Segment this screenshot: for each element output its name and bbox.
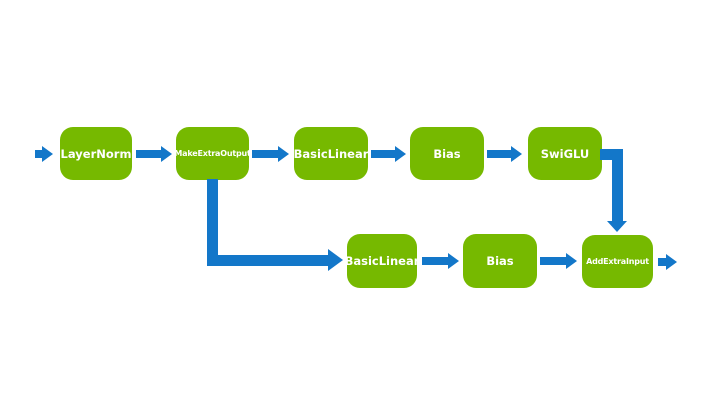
node-bias-bottom: Bias bbox=[463, 234, 537, 288]
arrow-basiclinear2-to-bias2-icon bbox=[422, 252, 459, 269]
edge-makeextraoutput-vertical-segment bbox=[207, 179, 218, 266]
arrow-layernorm-to-makeextraoutput-icon bbox=[136, 145, 172, 162]
node-make-extra-output: MakeExtraOutput bbox=[174, 127, 251, 180]
arrow-head-icon bbox=[566, 252, 577, 269]
arrow-output-icon bbox=[658, 253, 677, 270]
arrow-shaft bbox=[252, 149, 278, 158]
arrow-head-down-icon bbox=[607, 221, 627, 232]
arrow-head-icon bbox=[42, 145, 53, 162]
arrow-shaft bbox=[371, 149, 395, 158]
node-basic-linear-top: BasicLinear bbox=[294, 127, 368, 180]
arrow-shaft bbox=[540, 256, 566, 265]
edge-swiglu-horizontal-segment bbox=[600, 149, 623, 160]
arrow-head-icon bbox=[278, 145, 289, 162]
arrow-shaft bbox=[35, 149, 42, 158]
arrow-shaft bbox=[658, 257, 666, 266]
arrow-head-icon bbox=[448, 252, 459, 269]
arrow-shaft bbox=[422, 256, 448, 265]
arrow-input-icon bbox=[35, 145, 53, 162]
arrow-bias-to-swiglu-icon bbox=[487, 145, 522, 162]
node-layernorm: LayerNorm bbox=[60, 127, 132, 180]
node-basic-linear-bottom: BasicLinear bbox=[345, 234, 419, 288]
arrow-shaft bbox=[136, 149, 161, 158]
arrow-head-icon bbox=[395, 145, 406, 162]
arrow-shaft bbox=[487, 149, 511, 158]
node-add-extra-input: AddExtraInput bbox=[582, 235, 653, 288]
arrow-basiclinear-to-bias-icon bbox=[371, 145, 406, 162]
edge-swiglu-vertical-segment bbox=[612, 149, 623, 222]
arrow-head-icon bbox=[511, 145, 522, 162]
arrow-bias2-to-addextrainput-icon bbox=[540, 252, 577, 269]
arrow-head-icon bbox=[161, 145, 172, 162]
arrow-head-right-icon bbox=[328, 249, 343, 271]
arrow-head-icon bbox=[666, 253, 677, 270]
edge-makeextraoutput-horizontal-segment bbox=[207, 255, 329, 266]
node-bias-top: Bias bbox=[410, 127, 484, 180]
arrow-makeextraoutput-to-basiclinear-icon bbox=[252, 145, 289, 162]
node-swiglu: SwiGLU bbox=[528, 127, 602, 180]
